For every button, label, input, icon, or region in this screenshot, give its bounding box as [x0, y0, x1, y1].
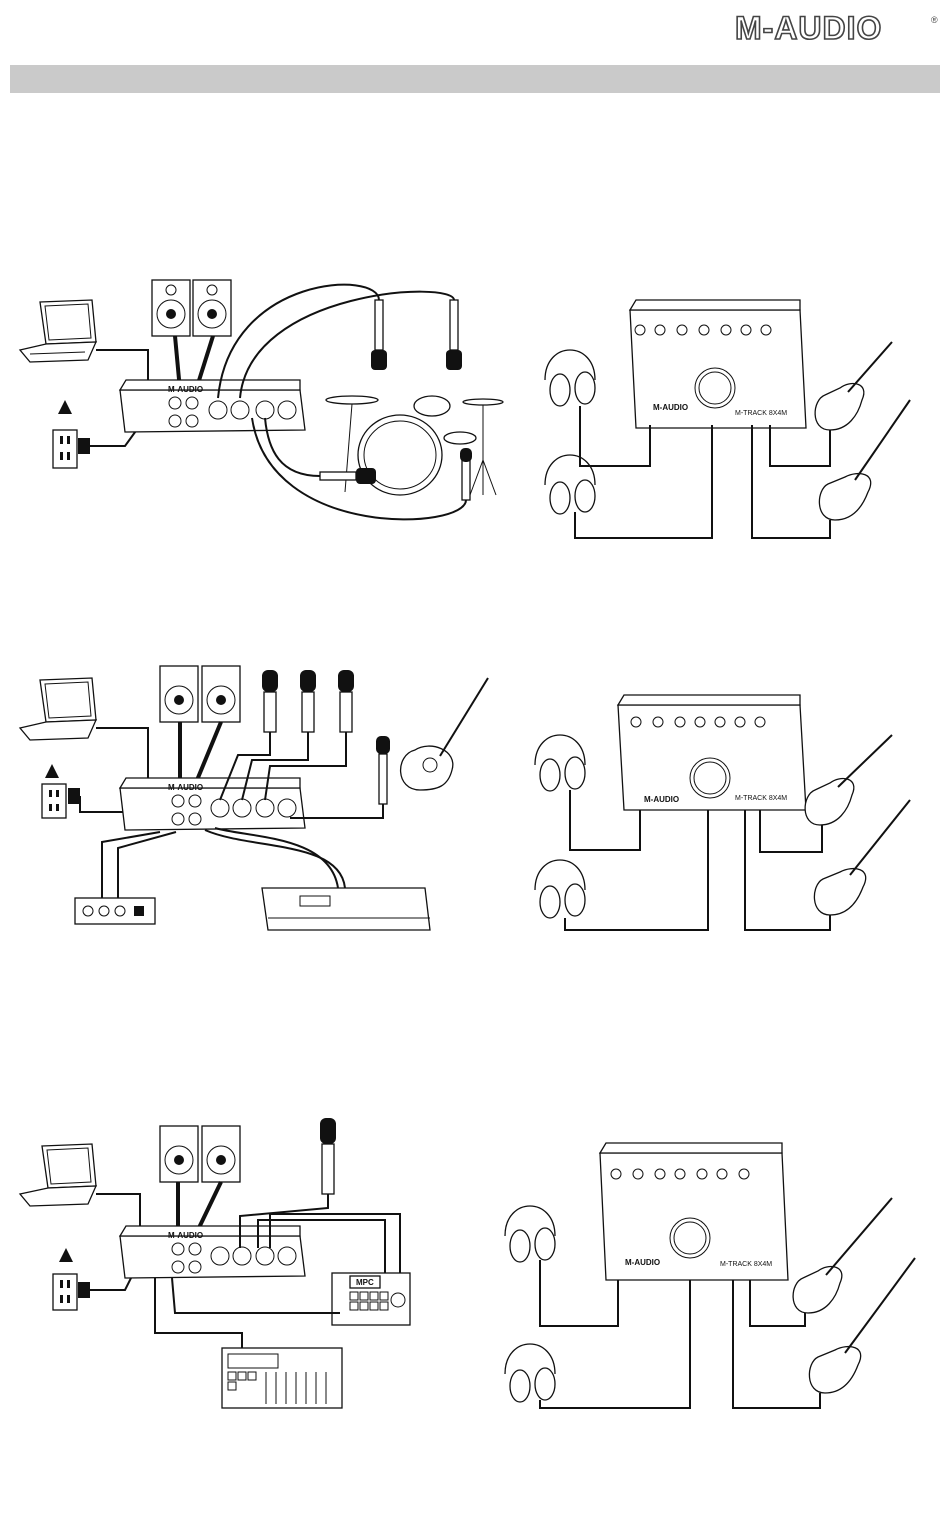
laptop-icon: [20, 300, 96, 362]
headphones-icon: [535, 735, 585, 918]
speaker-icon: [160, 1126, 240, 1182]
microphone-icon: [320, 1118, 336, 1194]
interface-label: M-AUDIO: [644, 795, 679, 804]
outlet-icon: [42, 784, 80, 818]
speaker-icon: [152, 280, 231, 336]
brand-logo-text: M-AUDIO: [735, 10, 882, 47]
interface-rear-panel: M-AUDIO: [120, 778, 305, 830]
interface-label: M-AUDIO: [168, 783, 203, 792]
guitar-icon: [805, 735, 910, 915]
guitar-icon: [793, 1198, 915, 1393]
warning-icon: [45, 764, 59, 778]
interface-top-panel: M-AUDIO M-TRACK 8X4M: [600, 1143, 788, 1280]
outlet-icon: [53, 1274, 90, 1310]
interface-model: M-TRACK 8X4M: [735, 410, 787, 417]
interface-label: M-AUDIO: [168, 1231, 203, 1240]
line-device: [75, 898, 155, 924]
interface-label: M-AUDIO: [653, 403, 688, 412]
interface-model: M-TRACK 8X4M: [735, 795, 787, 802]
interface-top-panel: M-AUDIO M-TRACK 8X4M: [618, 695, 806, 810]
section-banner: [10, 65, 940, 93]
diagram-3: M-AUDIO MPC: [0, 1108, 950, 1418]
interface-top-panel: M-AUDIO M-TRACK 8X4M: [630, 300, 806, 428]
interface-model: M-TRACK 8X4M: [720, 1261, 772, 1268]
headphones-icon: [545, 350, 595, 514]
warning-icon: [58, 400, 72, 414]
warning-icon: [59, 1248, 73, 1262]
interface-rear-panel: M-AUDIO: [120, 380, 305, 432]
interface-label: M-AUDIO: [625, 1258, 660, 1267]
registered-mark: ®: [931, 15, 938, 25]
outlet-icon: [53, 430, 90, 468]
diagram-2: M-AUDIO: [0, 660, 950, 950]
laptop-icon: [20, 1144, 96, 1206]
headphones-icon: [505, 1206, 555, 1402]
interface-label: M-AUDIO: [168, 385, 203, 394]
laptop-icon: [20, 678, 96, 740]
mpc-label: MPC: [356, 1278, 374, 1287]
brand-logo: M-AUDIO ®: [735, 10, 940, 44]
mpc-device: MPC: [332, 1273, 410, 1325]
speaker-icon: [160, 666, 240, 722]
diagram-1: M-AUDIO: [0, 270, 950, 560]
keyboard-icon: [222, 1348, 342, 1408]
guitar-icon: [401, 678, 488, 790]
keyboard-icon: [262, 888, 430, 930]
interface-rear-panel: M-AUDIO: [120, 1226, 305, 1278]
